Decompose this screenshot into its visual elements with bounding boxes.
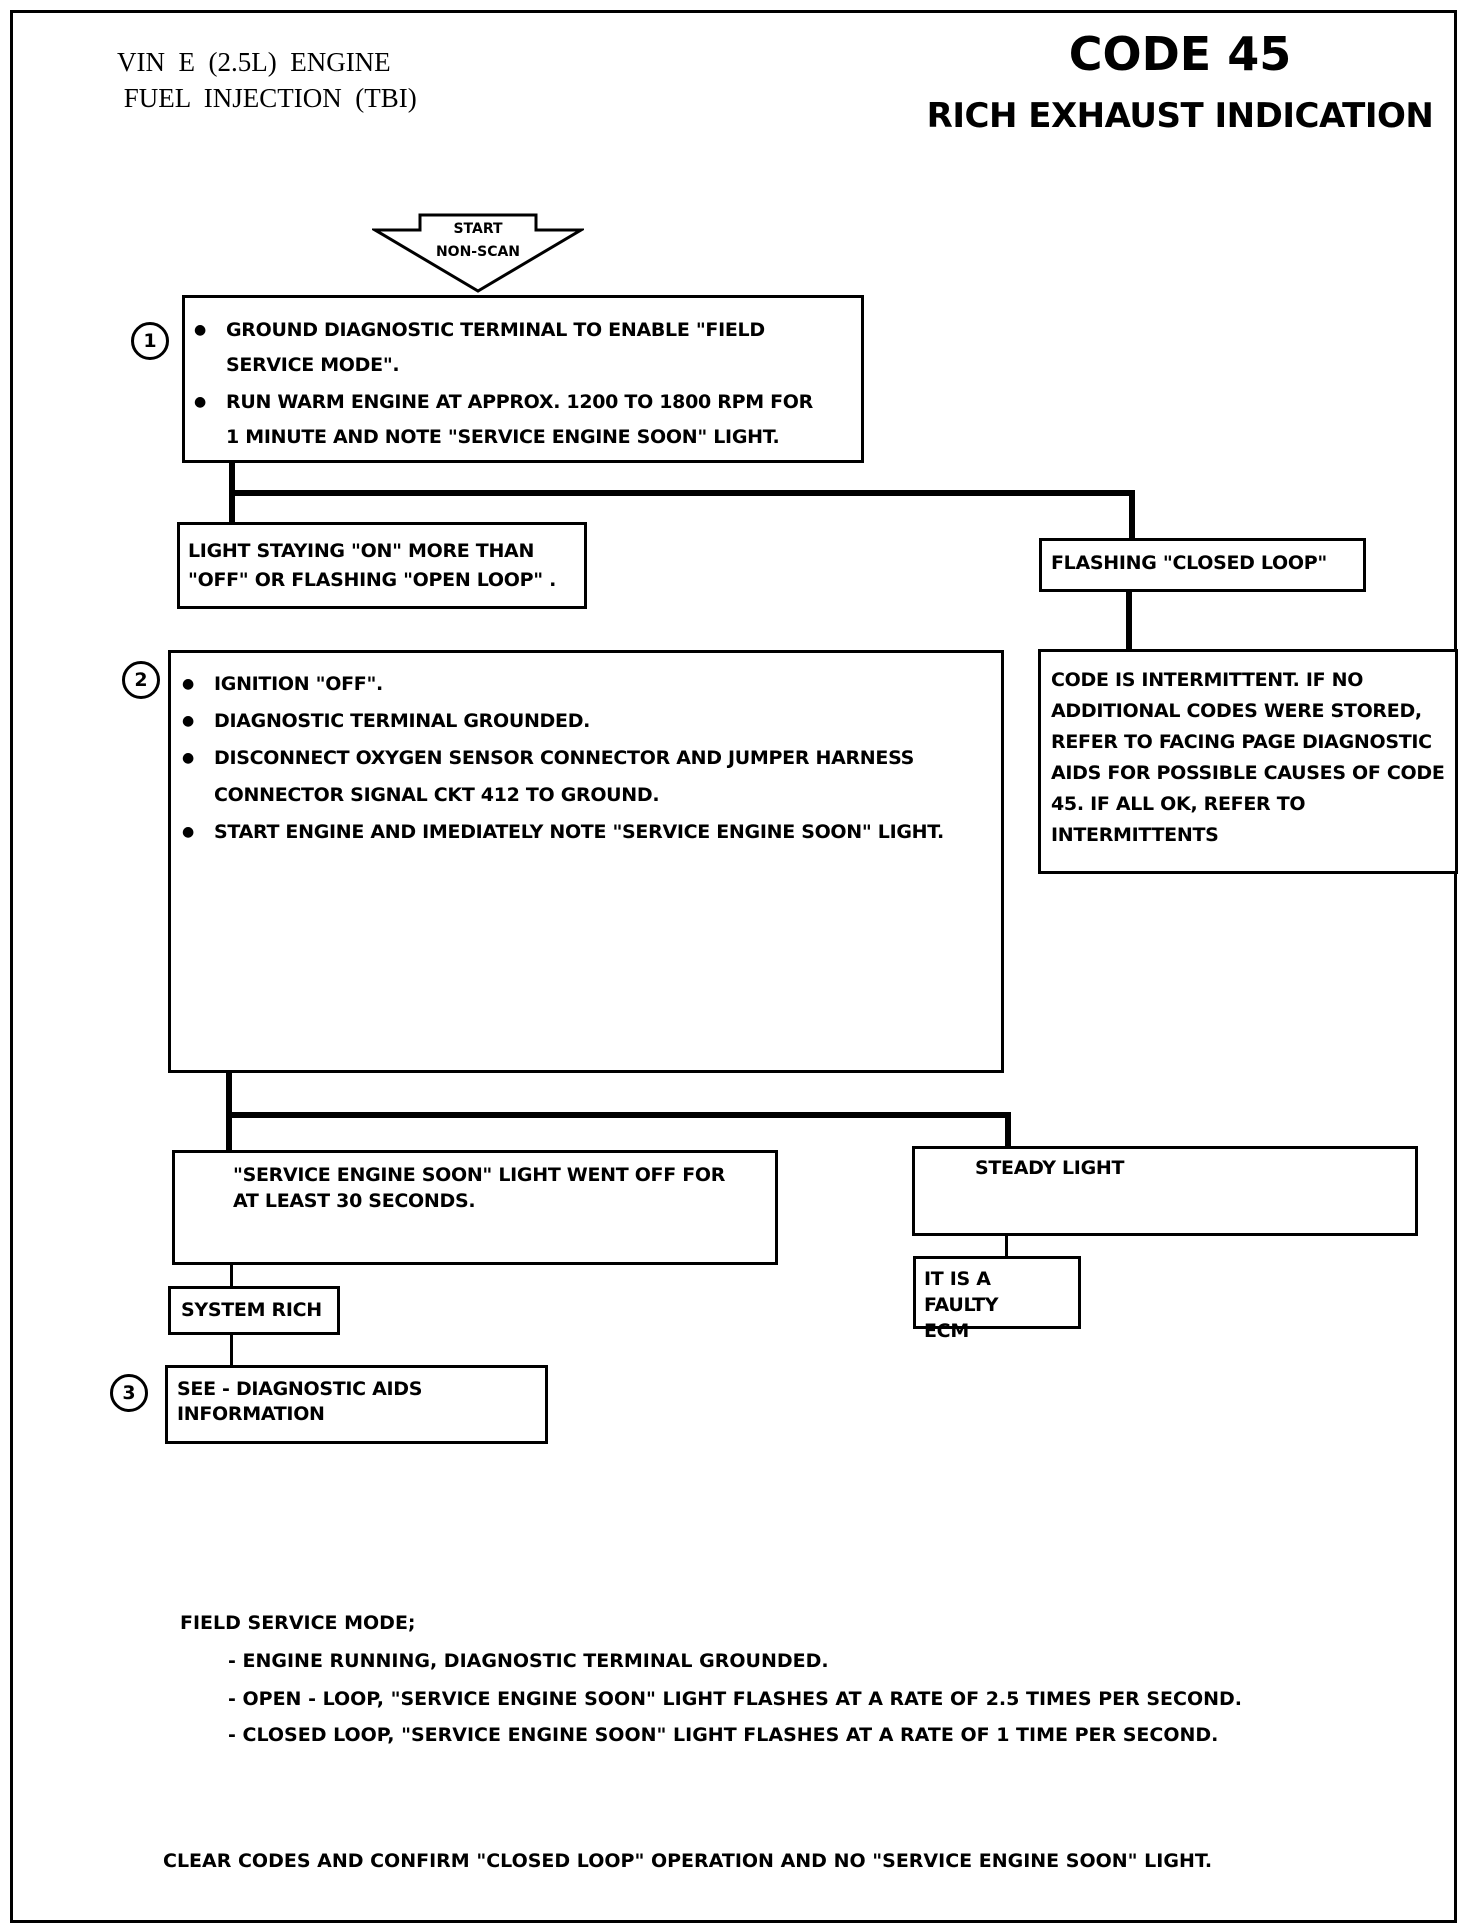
step-3-marker: 3 bbox=[110, 1374, 148, 1412]
branch-2-right-text: STEADY LIGHT bbox=[975, 1157, 1125, 1179]
branch-2-right-box bbox=[912, 1146, 1418, 1236]
connector-branch2-horizontal bbox=[226, 1112, 1011, 1118]
connector-closed-loop-down bbox=[1126, 590, 1132, 650]
step-2-item: DIAGNOSTIC TERMINAL GROUNDED. bbox=[180, 703, 980, 740]
branch-2-left-text: "SERVICE ENGINE SOON" LIGHT WENT OFF FOR… bbox=[233, 1164, 726, 1212]
step-2-marker: 2 bbox=[122, 661, 160, 699]
step-1-item: RUN WARM ENGINE AT APPROX. 1200 TO 1800 … bbox=[192, 385, 832, 455]
branch-1-right-text: FLASHING "CLOSED LOOP" bbox=[1051, 552, 1327, 574]
step-1-item: GROUND DIAGNOSTIC TERMINAL TO ENABLE "FI… bbox=[192, 313, 832, 383]
step-1-marker: 1 bbox=[131, 322, 169, 360]
connector-faulty-ecm bbox=[1005, 1234, 1008, 1259]
fuel-injection-type: FUEL INJECTION (TBI) bbox=[117, 83, 417, 113]
step-1-list: GROUND DIAGNOSTIC TERMINAL TO ENABLE "FI… bbox=[192, 313, 832, 455]
code-title: RICH EXHAUST INDICATION bbox=[926, 96, 1434, 136]
system-rich-text: SYSTEM RICH bbox=[181, 1299, 322, 1321]
intermittent-box bbox=[1038, 649, 1458, 874]
field-service-item: - OPEN - LOOP, "SERVICE ENGINE SOON" LIG… bbox=[228, 1688, 1242, 1710]
intermittent-text: CODE IS INTERMITTENT. IF NO ADDITIONAL C… bbox=[1051, 669, 1445, 846]
connector-branch2-right bbox=[1005, 1112, 1011, 1148]
start-line1: START bbox=[453, 221, 503, 237]
engine-vin: VIN E (2.5L) ENGINE bbox=[117, 47, 391, 77]
code-number: CODE 45 bbox=[1068, 27, 1292, 81]
system-rich-box bbox=[168, 1286, 340, 1335]
faulty-ecm-box bbox=[913, 1256, 1081, 1329]
faulty-ecm-text: IT IS A FAULTY ECM bbox=[924, 1268, 999, 1342]
branch-1-right-box bbox=[1039, 538, 1366, 592]
step-2-list: IGNITION "OFF". DIAGNOSTIC TERMINAL GROU… bbox=[180, 666, 980, 851]
step-2-item: IGNITION "OFF". bbox=[180, 666, 980, 703]
page-border bbox=[10, 10, 1457, 1923]
start-label: START NON-SCAN bbox=[400, 218, 556, 264]
field-service-item: - CLOSED LOOP, "SERVICE ENGINE SOON" LIG… bbox=[228, 1724, 1219, 1746]
connector-system-rich bbox=[230, 1262, 233, 1287]
step-2-item: DISCONNECT OXYGEN SENSOR CONNECTOR AND J… bbox=[180, 740, 980, 814]
footer-instruction: CLEAR CODES AND CONFIRM "CLOSED LOOP" OP… bbox=[163, 1850, 1213, 1872]
connector-branch1-horizontal bbox=[229, 490, 1135, 496]
field-service-heading: FIELD SERVICE MODE; bbox=[180, 1612, 416, 1634]
connector-branch1-right bbox=[1129, 490, 1135, 540]
connector-step2-down bbox=[226, 1070, 232, 1150]
connector-step3 bbox=[230, 1330, 233, 1367]
step-3-text: SEE - DIAGNOSTIC AIDS INFORMATION bbox=[177, 1378, 423, 1425]
field-service-item: - ENGINE RUNNING, DIAGNOSTIC TERMINAL GR… bbox=[228, 1650, 829, 1672]
branch-1-left-box bbox=[177, 522, 587, 609]
branch-2-left-box bbox=[172, 1150, 778, 1265]
start-arrow-icon bbox=[372, 213, 584, 293]
start-line2: NON-SCAN bbox=[435, 244, 521, 260]
step-3-box bbox=[165, 1365, 548, 1444]
branch-1-left-text: LIGHT STAYING "ON" MORE THAN "OFF" OR FL… bbox=[188, 540, 557, 591]
step-2-item: START ENGINE AND IMEDIATELY NOTE "SERVIC… bbox=[180, 814, 980, 851]
engine-info: VIN E (2.5L) ENGINE FUEL INJECTION (TBI) bbox=[117, 44, 417, 116]
